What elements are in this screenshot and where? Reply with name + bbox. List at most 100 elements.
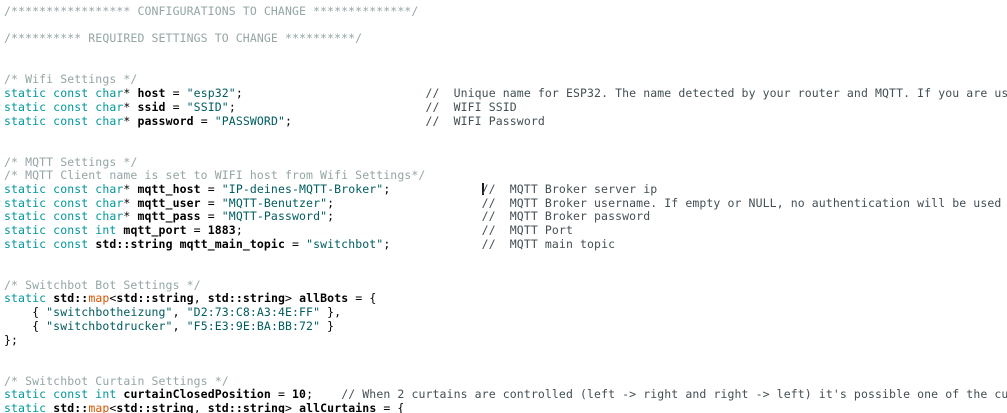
- string-token: "switchbotdrucker": [46, 318, 173, 333]
- code-line: static const char* host = "esp32"; // Un…: [4, 86, 1007, 101]
- code-line: /* MQTT Settings */: [4, 154, 1007, 170]
- plain-token: ;: [235, 86, 243, 101]
- keyword-token: static const char: [4, 113, 124, 128]
- plain-token: =: [284, 236, 307, 251]
- keyword-token: static: [4, 400, 47, 413]
- code-line: static std::map<std::string, std::string…: [4, 292, 1007, 306]
- identifier-token: std::: [53, 400, 89, 413]
- identifier-token: std::string: [116, 400, 194, 413]
- string-token: "D2:73:C8:A3:4E:FF": [186, 305, 321, 320]
- string-token: "switchbot": [306, 236, 384, 251]
- plain-token: ,: [172, 318, 187, 333]
- plain-token: },: [320, 305, 342, 320]
- code-line: /********** REQUIRED SETTINGS TO CHANGE …: [4, 32, 1007, 46]
- padding-token: [390, 182, 481, 196]
- code-line: [4, 128, 1007, 142]
- code-line: static const int mqtt_port = 1883; // MQ…: [4, 223, 1007, 238]
- function-token: map: [88, 400, 110, 413]
- line-comment-token: // MQTT Broker server ip: [481, 181, 658, 196]
- identifier-token: allBots: [299, 291, 349, 306]
- plain-token: =: [270, 387, 292, 402]
- code-line: static const char* password = "PASSWORD"…: [4, 113, 1007, 129]
- code-line: };: [4, 333, 1007, 348]
- block-comment-token: /***************** CONFIGURATIONS TO CHA…: [4, 4, 419, 18]
- identifier-token: mqtt_port: [123, 223, 187, 237]
- identifier-token: std::: [53, 291, 89, 306]
- block-comment-token: /* MQTT Client name is set to WIFI host …: [4, 168, 426, 183]
- identifier-token: mqtt_user: [137, 195, 201, 210]
- line-comment-token: // WIFI SSID: [425, 99, 517, 114]
- code-line: { "switchbotdrucker", "F5:E3:9E:BA:BB:72…: [4, 318, 1007, 334]
- string-token: "F5:E3:9E:BA:BB:72": [186, 318, 321, 333]
- plain-token: >: [285, 291, 300, 306]
- code-line: static const char* mqtt_host = "IP-deine…: [4, 181, 1007, 197]
- plain-token: *: [123, 209, 138, 224]
- code-line: [4, 347, 1007, 361]
- code-line: static const int curtainClosedPosition =…: [4, 387, 1007, 402]
- plain-token: =: [186, 223, 208, 237]
- string-token: "IP-deines-MQTT-Broker": [221, 181, 384, 196]
- code-line: [4, 142, 1007, 156]
- keyword-token: static const char: [4, 209, 124, 224]
- code-line: static std::map<std::string, std::string…: [4, 400, 1007, 413]
- padding-token: [334, 209, 482, 223]
- keyword-token: static const: [4, 236, 89, 251]
- code-line: /***************** CONFIGURATIONS TO CHA…: [4, 4, 1007, 19]
- keyword-token: static const char: [4, 181, 124, 196]
- plain-token: *: [123, 99, 138, 114]
- keyword-token: static const char: [4, 195, 124, 210]
- padding-token: [243, 223, 482, 237]
- keyword-token: static const int: [4, 223, 117, 237]
- plain-token: = {: [348, 291, 377, 306]
- line-comment-token: // MQTT Port: [481, 223, 573, 237]
- identifier-token: curtainClosedPosition: [123, 387, 271, 402]
- plain-token: ;: [235, 223, 243, 237]
- plain-token: =: [200, 209, 222, 224]
- line-comment-token: // MQTT Broker username. If empty or NUL…: [481, 195, 1002, 210]
- keyword-token: static const char: [4, 99, 124, 114]
- identifier-token: std::string: [95, 236, 173, 251]
- identifier-token: mqtt_main_topic: [179, 236, 285, 251]
- plain-token: {: [4, 305, 47, 320]
- block-comment-token: /* Switchbot Curtain Settings */: [4, 373, 229, 388]
- identifier-token: password: [137, 113, 194, 128]
- code-line: [4, 361, 1007, 375]
- block-comment-token: /* Switchbot Bot Settings */: [4, 277, 201, 292]
- plain-token: =: [165, 86, 187, 101]
- plain-token: =: [193, 113, 215, 128]
- plain-token: =: [200, 195, 222, 210]
- code-line: /* MQTT Client name is set to WIFI host …: [4, 168, 1007, 183]
- code-line: [4, 60, 1007, 74]
- code-line: /* Wifi Settings */: [4, 73, 1007, 87]
- number-token: 1883: [207, 223, 236, 237]
- plain-token: ,: [172, 305, 187, 320]
- string-token: "switchbotheizung": [46, 305, 173, 320]
- keyword-token: static: [4, 291, 47, 306]
- identifier-token: std::string: [116, 291, 194, 306]
- code-line: static const char* mqtt_pass = "MQTT-Pas…: [4, 209, 1007, 224]
- keyword-token: static const int: [4, 387, 117, 402]
- plain-token: <: [109, 400, 117, 413]
- code-line: static const std::string mqtt_main_topic…: [4, 236, 1007, 252]
- string-token: "PASSWORD": [214, 113, 285, 128]
- plain-token: ,: [193, 291, 208, 306]
- padding-token: [313, 387, 341, 401]
- plain-token: *: [123, 86, 138, 101]
- block-comment-token: /* MQTT Settings */: [4, 154, 138, 169]
- padding-token: [292, 114, 425, 128]
- plain-token: *: [123, 195, 138, 210]
- plain-token: *: [123, 181, 138, 196]
- identifier-token: ssid: [137, 99, 166, 114]
- identifier-token: mqtt_host: [137, 181, 201, 196]
- plain-token: >: [285, 400, 300, 413]
- line-comment-token: // MQTT Broker password: [481, 209, 651, 224]
- code-line: [4, 19, 1007, 33]
- plain-token: =: [165, 99, 187, 114]
- string-token: "MQTT-Benutzer": [221, 195, 328, 210]
- line-comment-token: // MQTT main topic: [481, 236, 616, 251]
- padding-token: [243, 86, 426, 100]
- plain-token: *: [123, 113, 138, 128]
- identifier-token: allCurtains: [299, 400, 377, 413]
- identifier-token: std::string: [207, 400, 286, 413]
